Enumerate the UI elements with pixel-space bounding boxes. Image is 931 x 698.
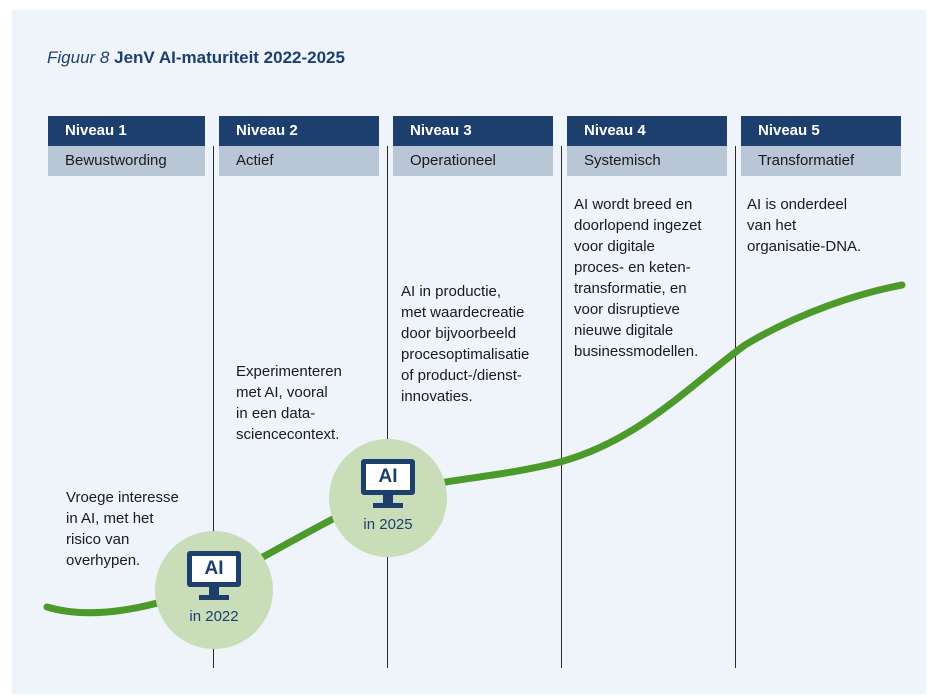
level-3-description-line: of product-/dienst- (401, 367, 522, 384)
level-5-head: Niveau 5 (741, 116, 901, 146)
level-5-description-line: AI is onderdeel (747, 196, 848, 213)
level-2-description-line: Experimenteren (236, 363, 342, 380)
ai-monitor-icon: AI (361, 459, 415, 509)
monitor-screen: AI (361, 459, 415, 495)
level-4-description-line: proces- en keten- (574, 259, 691, 276)
level-4-head: Niveau 4 (567, 116, 727, 146)
figure-main-title: JenV AI-maturiteit 2022-2025 (114, 48, 345, 67)
level-3-description: AI in productie, met waardecreatie door … (401, 281, 529, 407)
level-3-head: Niveau 3 (393, 116, 553, 146)
level-1-description-line: risico van (66, 531, 130, 548)
level-3-description-line: met waardecreatie (401, 304, 525, 321)
ai-monitor-icon: AI (187, 551, 241, 601)
marker-year-label: in 2022 (189, 608, 239, 625)
level-2-head: Niveau 2 (219, 116, 379, 146)
level-4-description-line: doorlopend ingezet (574, 217, 702, 234)
divider-3 (561, 146, 562, 668)
level-1-description-line: overhypen. (66, 552, 141, 569)
level-4-description: AI wordt breed en doorlopend ingezet voo… (574, 194, 702, 362)
level-1-head: Niveau 1 (48, 116, 205, 146)
level-1-description-line: in AI, met het (66, 510, 154, 527)
level-5-description-line: van het (747, 217, 797, 234)
divider-4 (735, 146, 736, 668)
level-2-name: Actief (219, 146, 379, 176)
level-3-description-line: AI in productie, (401, 283, 502, 300)
monitor-screen-text: AI (192, 556, 236, 582)
level-4-description-line: transformatie, en (574, 280, 687, 297)
level-3-description-line: door bijvoorbeeld (401, 325, 517, 342)
level-5-description: AI is onderdeel van het organisatie-DNA. (747, 194, 861, 257)
monitor-screen: AI (187, 551, 241, 587)
figure-prefix: Figuur 8 (47, 48, 110, 67)
level-3-description-line: procesoptimalisatie (401, 346, 530, 363)
figure-title: Figuur 8 JenV AI-maturiteit 2022-2025 (47, 48, 345, 68)
level-5-name: Transformatief (741, 146, 901, 176)
level-1-name: Bewustwording (48, 146, 205, 176)
level-2-description-line: met AI, vooral (236, 384, 328, 401)
level-4-description-line: voor disruptieve (574, 301, 680, 318)
level-1-description: Vroege interesse in AI, met het risico v… (66, 487, 179, 571)
level-2-description-line: sciencecontext. (236, 426, 340, 443)
level-4-description-line: AI wordt breed en (574, 196, 693, 213)
level-4-description-line: nieuwe digitale (574, 322, 674, 339)
divider-1 (213, 146, 214, 668)
marker-year-label: in 2025 (363, 516, 413, 533)
monitor-screen-text: AI (366, 464, 410, 490)
level-3-name: Operationeel (393, 146, 553, 176)
level-1-description-line: Vroege interesse (66, 489, 179, 506)
monitor-stand (209, 587, 219, 595)
divider-2 (387, 146, 388, 668)
level-2-description: Experimenteren met AI, vooral in een dat… (236, 361, 342, 445)
level-5-description-line: organisatie-DNA. (747, 238, 862, 255)
marker-2022: AI in 2022 (155, 531, 273, 649)
monitor-stand (383, 495, 393, 503)
level-4-description-line: voor digitale (574, 238, 655, 255)
level-4-description-line: businessmodellen. (574, 343, 699, 360)
monitor-base (199, 595, 229, 600)
level-4-name: Systemisch (567, 146, 727, 176)
marker-2025: AI in 2025 (329, 439, 447, 557)
level-2-description-line: in een data- (236, 405, 316, 422)
level-3-description-line: innovaties. (401, 388, 473, 405)
monitor-base (373, 503, 403, 508)
